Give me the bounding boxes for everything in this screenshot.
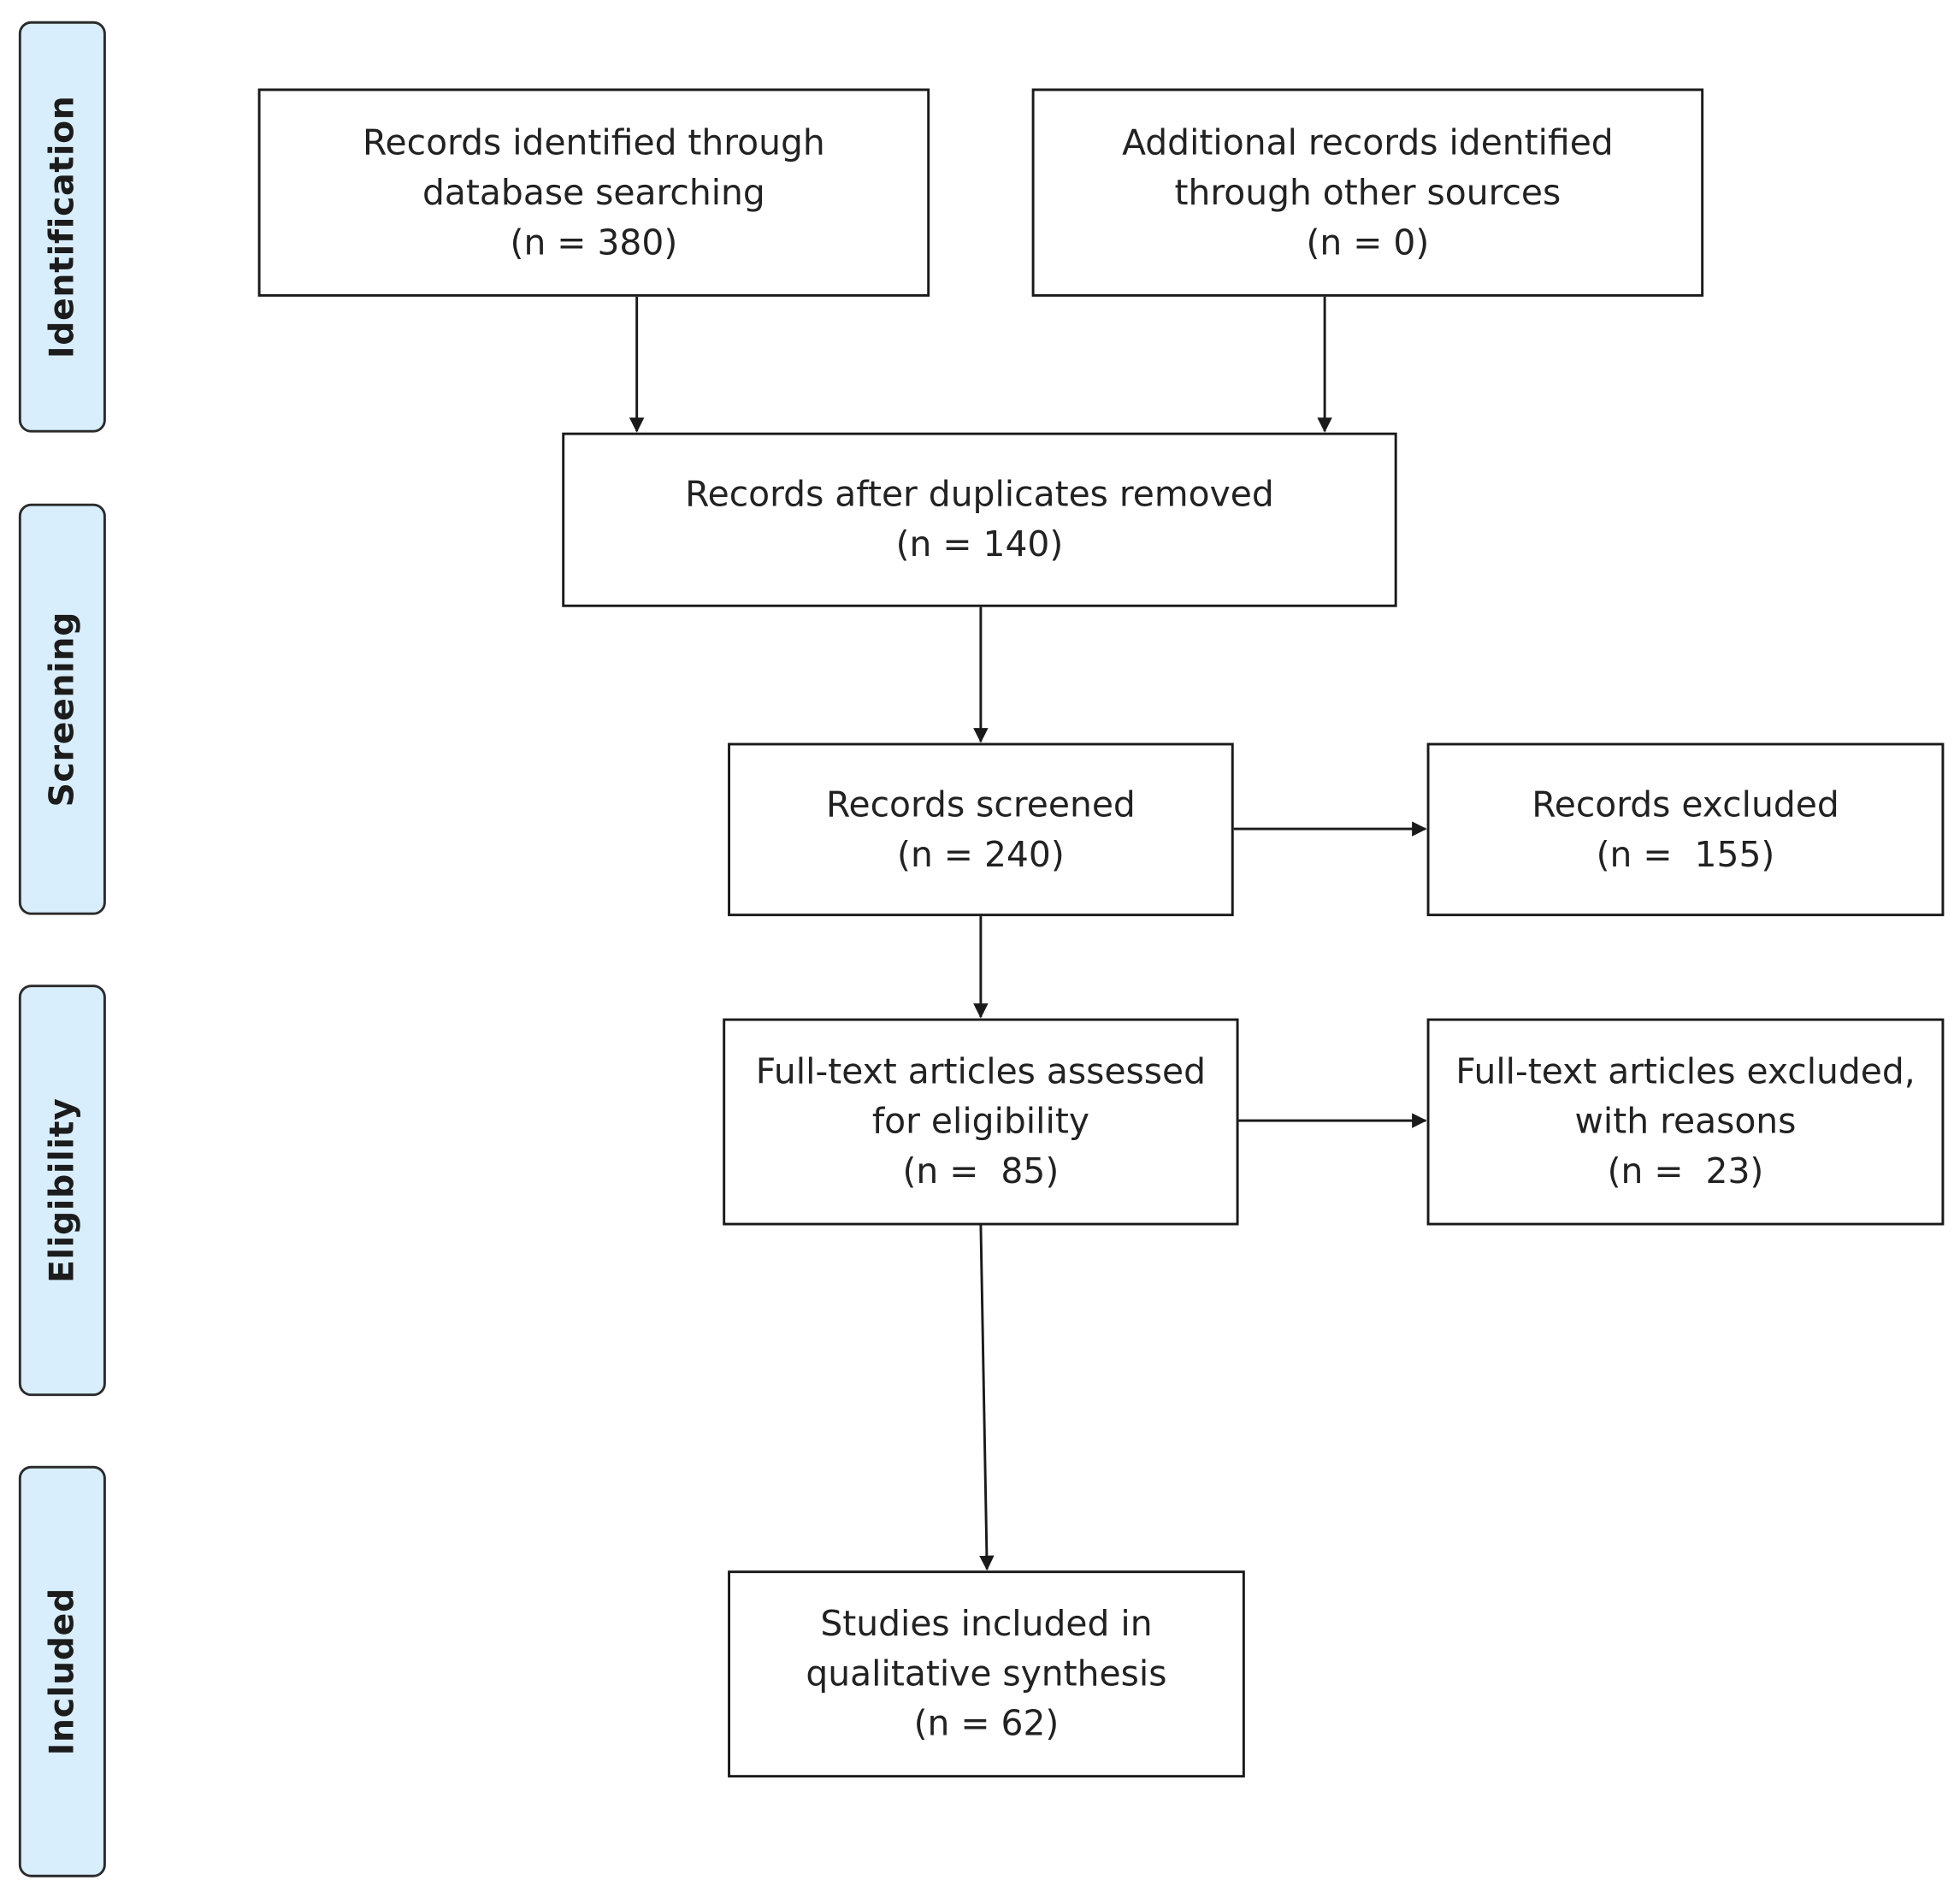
box-fulltext-count: (n = 85): [902, 1150, 1060, 1192]
phase-included: Included: [18, 1465, 106, 1877]
box-excluded-count: (n = 155): [1596, 833, 1775, 875]
box-other-line2: through other sources: [1174, 171, 1561, 213]
box-fulltext-excluded-line2: with reasons: [1574, 1100, 1797, 1142]
box-other-count: (n = 0): [1306, 221, 1430, 263]
box-included-line1: Studies included in: [820, 1603, 1153, 1645]
box-duplicates-removed: Records after duplicates removed (n = 14…: [562, 432, 1397, 607]
box-fulltext-line2: for eligibility: [871, 1100, 1089, 1142]
box-database-count: (n = 380): [510, 221, 678, 263]
box-screened-line1: Records screened: [825, 783, 1136, 825]
box-fulltext-assessed: Full-text articles assessed for eligibil…: [723, 1018, 1239, 1226]
box-studies-included: Studies included in qualitative synthesi…: [728, 1570, 1245, 1778]
box-included-line2: qualitative synthesis: [806, 1653, 1167, 1694]
box-included-count: (n = 62): [913, 1702, 1060, 1744]
box-database-records: Records identified through database sear…: [257, 88, 930, 297]
box-database-line2: database searching: [422, 171, 765, 213]
phase-eligibility: Eligibility: [18, 985, 106, 1397]
box-excluded-line1: Records excluded: [1532, 783, 1839, 825]
box-duplicates-line1: Records after duplicates removed: [685, 473, 1274, 515]
arrow-fulltext-to-included: [979, 1224, 995, 1571]
box-other-line1: Additional records identified: [1122, 121, 1614, 163]
box-database-line1: Records identified through: [363, 121, 825, 163]
box-records-screened: Records screened (n = 240): [728, 742, 1234, 917]
box-fulltext-line1: Full-text articles assessed: [755, 1050, 1207, 1092]
box-fulltext-excluded: Full-text articles excluded, with reason…: [1426, 1018, 1945, 1226]
box-fulltext-excluded-count: (n = 23): [1607, 1150, 1764, 1192]
box-fulltext-excluded-line1: Full-text articles excluded,: [1455, 1050, 1916, 1092]
phase-identification: Identification: [18, 21, 106, 433]
phase-screening: Screening: [18, 503, 106, 915]
box-other-sources: Additional records identified through ot…: [1031, 88, 1704, 297]
box-records-excluded: Records excluded (n = 155): [1426, 742, 1945, 917]
box-screened-count: (n = 240): [897, 833, 1065, 875]
box-duplicates-count: (n = 140): [895, 523, 1064, 565]
